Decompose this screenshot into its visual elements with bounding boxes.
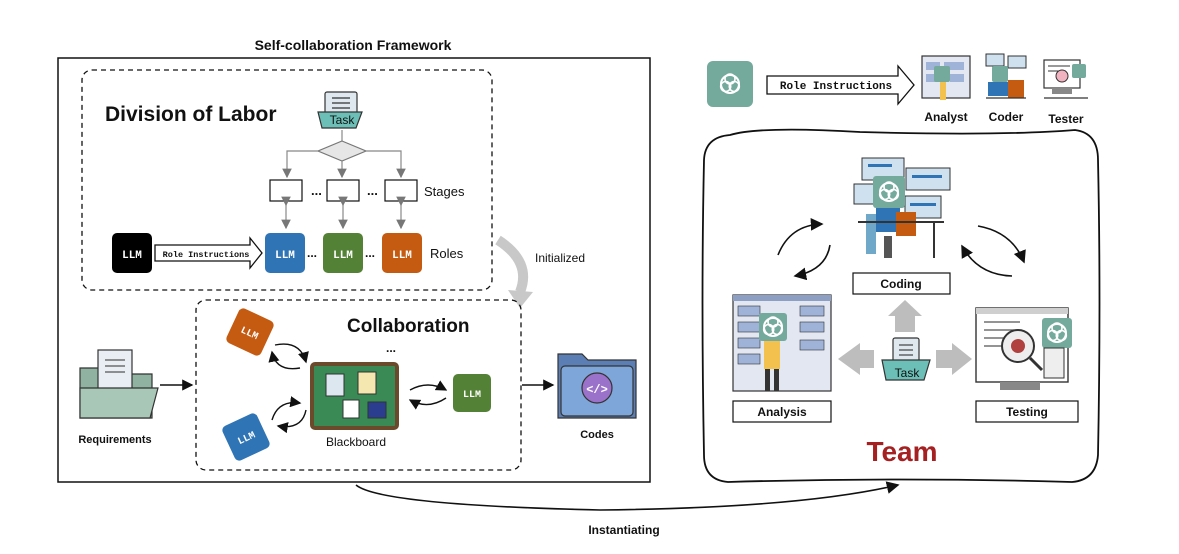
role-analyst-label: Analyst	[924, 110, 967, 124]
instantiating-arrow	[355, 481, 900, 511]
coder-icon	[985, 53, 1027, 99]
llm-block-green	[323, 233, 363, 273]
testing-stage-label: Testing	[1006, 405, 1048, 419]
initialized-arrow	[495, 235, 529, 294]
exchange-arrows	[268, 343, 448, 434]
codes-folder-icon: </>	[557, 353, 637, 419]
coding-stage-label: Coding	[880, 277, 921, 291]
ellipsis: ...	[386, 341, 396, 355]
requirements-label: Requirements	[78, 434, 151, 446]
coding-stage-box	[852, 272, 951, 295]
role-tester-label: Tester	[1048, 112, 1083, 126]
analysis-stage-box	[732, 400, 832, 423]
decision-diamond	[316, 140, 368, 162]
team-role-instructions-arrow	[766, 64, 915, 106]
analyst-icon	[921, 55, 971, 100]
llm-block-green-right	[453, 374, 491, 412]
cycle-arrows	[777, 217, 1026, 281]
analysis-stage-label: Analysis	[757, 405, 807, 419]
role-instructions-label: Role Instructions	[163, 250, 250, 260]
llm-block-blue-tilted: LLM	[222, 413, 270, 461]
team-label: Team	[866, 436, 937, 467]
llm-label: LLM	[122, 250, 142, 262]
llm-block-blue	[265, 233, 305, 273]
roles-label: Roles	[430, 246, 464, 261]
stage-box	[326, 179, 360, 202]
stage-box	[269, 179, 303, 202]
ellipsis: ...	[365, 246, 375, 260]
team-role-instructions-label: Role Instructions	[780, 81, 892, 93]
division-title: Division of Labor	[105, 103, 277, 126]
task-flow-arrows	[838, 300, 972, 375]
team-task-icon	[881, 337, 931, 381]
initialized-label: Initialized	[535, 251, 585, 265]
role-coder-label: Coder	[989, 110, 1024, 124]
llm-label: LLM	[463, 390, 481, 401]
instantiating-label: Instantiating	[588, 523, 659, 537]
division-box	[81, 69, 493, 291]
llm-label: LLM	[275, 250, 295, 262]
framework-frame	[57, 57, 651, 483]
testing-illustration	[975, 307, 1072, 390]
codes-label: Codes	[580, 429, 614, 441]
svg-text:</>: </>	[586, 383, 608, 397]
framework-title: Self-collaboration Framework	[255, 37, 452, 53]
tester-icon	[1043, 59, 1088, 99]
testing-stage-box	[975, 400, 1079, 423]
stages-label: Stages	[424, 184, 465, 199]
ellipsis: ...	[311, 183, 322, 198]
llm-block-black	[112, 233, 152, 273]
llm-label: LLM	[333, 250, 353, 262]
coding-illustration	[853, 157, 951, 258]
team-task-label: Task	[895, 366, 921, 380]
ellipsis: ...	[367, 183, 378, 198]
collaboration-title: Collaboration	[347, 316, 469, 337]
llm-label: LLM	[392, 250, 412, 262]
analysis-illustration	[732, 294, 832, 392]
ellipsis: ...	[307, 246, 317, 260]
blackboard-label: Blackboard	[326, 435, 386, 449]
requirements-folder-icon	[79, 349, 159, 419]
team-frame	[701, 128, 1101, 483]
stage-box	[384, 179, 418, 202]
llm-block-orange-tilted: LLM	[226, 308, 274, 356]
bidirectional-arrow	[281, 196, 406, 230]
role-instructions-arrow	[154, 236, 263, 270]
llm-block-orange	[382, 233, 422, 273]
task-document-icon	[317, 91, 363, 129]
task-label: Task	[330, 113, 356, 127]
